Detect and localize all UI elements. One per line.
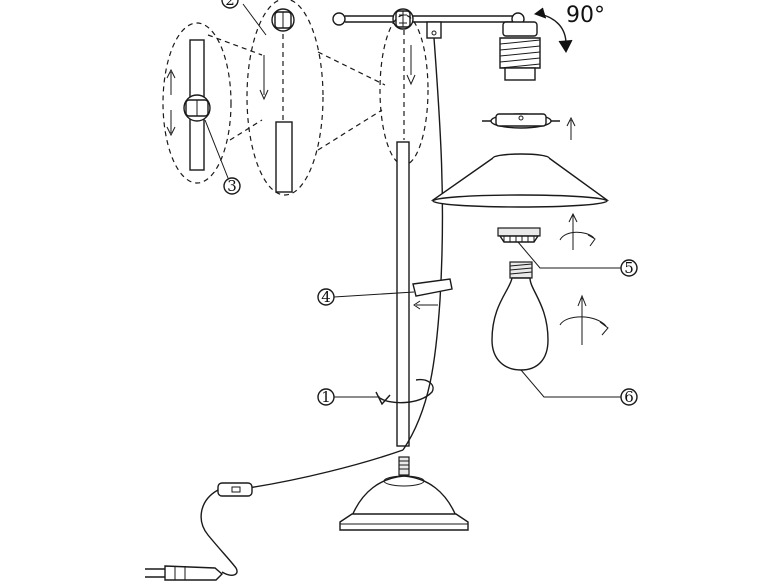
lamp-base xyxy=(339,475,469,531)
lamp-stem xyxy=(396,141,410,447)
connector-line-d xyxy=(317,109,383,151)
svg-text:5: 5 xyxy=(624,259,634,277)
shade-nut xyxy=(497,227,541,243)
rotation-90-arrow xyxy=(533,7,573,54)
inline-switch xyxy=(217,482,253,497)
connector-line-c xyxy=(317,51,386,86)
shade-retaining-ring xyxy=(482,113,560,129)
nut-rotate-arrows xyxy=(559,212,596,250)
rotation-90-label: 90° xyxy=(566,3,605,28)
connector-line-b xyxy=(229,119,263,141)
lamp-shade xyxy=(430,153,610,208)
svg-text:6: 6 xyxy=(624,388,634,406)
stem-thread xyxy=(398,456,410,476)
power-cord-end xyxy=(200,489,238,576)
power-cord-lower xyxy=(247,449,404,489)
top-arm xyxy=(332,12,525,39)
callout-6: 6 xyxy=(520,369,638,406)
callout-1: 1 xyxy=(317,388,380,406)
svg-text:1: 1 xyxy=(321,388,331,406)
stem-rotate-arrow xyxy=(375,378,434,406)
callout-3: 3 xyxy=(204,119,241,195)
callout-2: 2 xyxy=(221,0,267,36)
detail-bubble-3 xyxy=(162,22,232,184)
detail-bubble-2 xyxy=(246,0,324,196)
edison-bulb xyxy=(491,261,549,371)
bulb-rotate-arrows xyxy=(559,294,609,345)
cord-clip xyxy=(412,278,453,310)
wall-plug xyxy=(145,565,224,581)
bulb-socket xyxy=(499,21,541,81)
svg-text:4: 4 xyxy=(321,288,331,306)
svg-text:2: 2 xyxy=(225,0,235,9)
callout-5: 5 xyxy=(517,241,638,277)
connector-line-a xyxy=(207,34,263,56)
svg-text:3: 3 xyxy=(227,177,237,195)
callout-4: 4 xyxy=(317,288,415,306)
stem-top-joint xyxy=(392,8,414,30)
